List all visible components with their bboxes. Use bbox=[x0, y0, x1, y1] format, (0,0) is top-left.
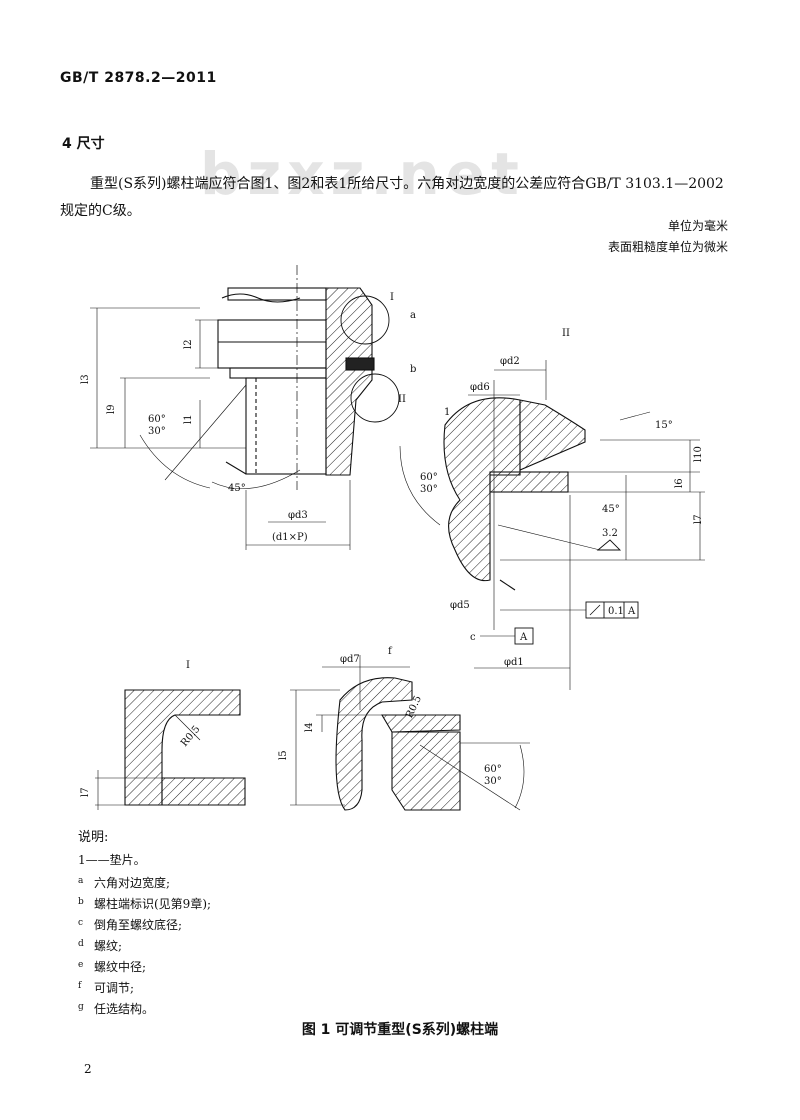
note-item: g 任选结构。 bbox=[78, 997, 211, 1018]
note-text: 1——垫片。 bbox=[78, 853, 146, 867]
section-title: 4 尺寸 bbox=[62, 136, 105, 152]
variant-view bbox=[290, 655, 530, 811]
angle-60-variant: 60° bbox=[484, 764, 502, 775]
dim-l5: l5 bbox=[278, 750, 289, 760]
note-text: 螺纹; bbox=[94, 939, 123, 953]
dim-l7: l7 bbox=[693, 514, 704, 524]
note-text: 可调节; bbox=[94, 981, 135, 995]
label-detail-II: II bbox=[562, 328, 570, 339]
note-key: e bbox=[78, 960, 84, 970]
note-text: 螺纹中径; bbox=[94, 960, 147, 974]
dim-l7-detail-I: l7 bbox=[80, 787, 91, 797]
note-item: a 六角对边宽度; bbox=[78, 871, 211, 892]
angle-45-main: 45° bbox=[228, 483, 246, 494]
dim-d2: φd2 bbox=[500, 356, 520, 367]
note-key: a bbox=[78, 876, 84, 886]
dim-l10: l10 bbox=[693, 446, 704, 462]
watermark: bzxz.net bbox=[200, 140, 525, 208]
note-key: f bbox=[78, 981, 82, 991]
note-key: g bbox=[78, 1002, 84, 1012]
standard-number: GB/T 2878.2—2011 bbox=[60, 70, 217, 86]
page-number: 2 bbox=[84, 1062, 92, 1076]
note-key: d bbox=[78, 939, 84, 949]
dim-d3: φd3 bbox=[288, 510, 308, 521]
mark-f: f bbox=[388, 646, 393, 657]
note-key: b bbox=[78, 897, 84, 907]
note-text: 螺柱端标识(见第9章); bbox=[94, 897, 212, 911]
label-detail-II-ref: II bbox=[398, 394, 406, 405]
dim-d7: φd7 bbox=[340, 654, 360, 665]
angle-15: 15° bbox=[655, 420, 673, 431]
dim-l9: l9 bbox=[106, 404, 117, 414]
unit-note-length: 单位为毫米 bbox=[667, 219, 728, 233]
dim-d6: φd6 bbox=[470, 382, 490, 393]
note-text: 六角对边宽度; bbox=[94, 876, 171, 890]
dim-l3: l3 bbox=[80, 374, 91, 384]
technical-drawing: l3 l9 l2 l1 60° 30° 45° φd3 (d1×P) I a b… bbox=[80, 265, 705, 811]
radius-detail-I: R0.5 bbox=[179, 724, 202, 749]
figure-caption: 图 1 可调节重型(S系列)螺柱端 bbox=[301, 1022, 499, 1038]
label-detail-I-bottom: I bbox=[186, 660, 190, 671]
dim-d5: φd5 bbox=[450, 600, 470, 611]
note-key: c bbox=[78, 918, 84, 928]
dim-d1-detail: φd1 bbox=[504, 657, 524, 668]
note-item: b 螺柱端标识(见第9章); bbox=[78, 892, 211, 913]
datum-label: A bbox=[519, 632, 528, 643]
ref-1: 1 bbox=[444, 407, 450, 418]
angle-60-detail: 60° bbox=[420, 472, 438, 483]
dim-l4: l4 bbox=[304, 722, 315, 732]
main-view bbox=[90, 265, 400, 550]
note-item: 1——垫片。 bbox=[78, 850, 211, 871]
body-paragraph: 重型(S系列)螺柱端应符合图1、图2和表1所给尺寸。六角对边宽度的公差应符合GB… bbox=[60, 176, 724, 219]
dim-thread: (d1×P) bbox=[272, 532, 308, 543]
angle-30-main: 30° bbox=[148, 426, 166, 437]
tolerance-datum: A bbox=[627, 606, 636, 617]
note-item: e 螺纹中径; bbox=[78, 955, 211, 976]
mark-b: b bbox=[410, 364, 416, 375]
dim-l2: l2 bbox=[183, 339, 194, 349]
dim-l6: l6 bbox=[674, 478, 685, 488]
note-item: c 倒角至螺纹底径; bbox=[78, 913, 211, 934]
detail-I-view bbox=[95, 689, 246, 810]
label-detail-I: I bbox=[390, 292, 394, 303]
mark-c: c bbox=[470, 632, 476, 643]
mark-a: a bbox=[410, 310, 416, 321]
note-text: 任选结构。 bbox=[94, 1002, 155, 1016]
note-text: 倒角至螺纹底径; bbox=[94, 918, 183, 932]
dim-l1: l1 bbox=[183, 414, 194, 424]
notes-heading: 说明: bbox=[78, 830, 109, 845]
angle-30-detail: 30° bbox=[420, 484, 438, 495]
note-item: f 可调节; bbox=[78, 976, 211, 997]
tolerance-value: 0.1 bbox=[608, 606, 624, 617]
note-item: d 螺纹; bbox=[78, 934, 211, 955]
detail-II-view bbox=[399, 360, 705, 690]
unit-note-roughness: 表面粗糙度单位为微米 bbox=[607, 240, 728, 254]
angle-45-detail: 45° bbox=[602, 504, 620, 515]
angle-60-30-main: 60° bbox=[148, 414, 166, 425]
roughness-value: 3.2 bbox=[602, 528, 618, 539]
angle-30-variant: 30° bbox=[484, 776, 502, 787]
